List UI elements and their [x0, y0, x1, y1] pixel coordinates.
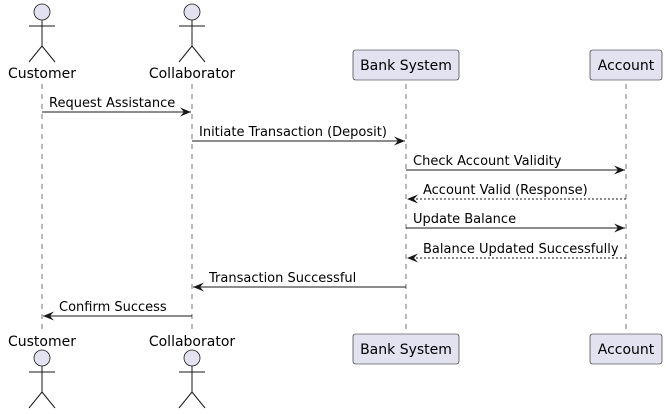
message-label: Request Assistance	[49, 96, 175, 111]
participant-box	[589, 49, 663, 81]
message-label: Check Account Validity	[413, 154, 562, 169]
message-2: Initiate Transaction (Deposit)	[192, 125, 405, 146]
participants-top: Customer Collaborator Bank System Account	[8, 3, 663, 82]
arrowhead-icon	[614, 165, 625, 175]
actor-figure-icon	[178, 349, 206, 409]
arrowhead-icon	[407, 194, 418, 204]
message-1: Request Assistance	[42, 96, 191, 117]
message-5: Update Balance	[406, 212, 625, 233]
actor-collaborator-bottom: Collaborator	[149, 334, 236, 409]
actor-customer-top: Customer	[8, 3, 76, 82]
arrowhead-icon	[614, 223, 625, 233]
arrowhead-icon	[43, 311, 54, 321]
participant-box	[589, 333, 663, 365]
actor-figure-icon	[178, 3, 206, 63]
arrowhead-icon	[180, 107, 191, 117]
message-4: Account Valid (Response)	[407, 183, 626, 204]
message-3: Check Account Validity	[406, 154, 625, 175]
arrowhead-icon	[407, 253, 418, 263]
actor-customer-bottom: Customer	[8, 334, 76, 409]
arrowhead-icon	[193, 282, 204, 292]
actor-figure-icon	[28, 349, 56, 409]
actor-label: Customer	[8, 66, 76, 82]
message-8: Confirm Success	[43, 300, 192, 321]
participant-label: Account	[598, 58, 655, 74]
participant-bank-top: Bank System	[352, 49, 460, 81]
participant-label: Bank System	[360, 58, 452, 74]
message-label: Transaction Successful	[208, 271, 356, 286]
message-label: Initiate Transaction (Deposit)	[199, 125, 387, 140]
participant-bank-bottom: Bank System	[352, 333, 460, 365]
message-label: Update Balance	[413, 212, 516, 227]
participant-label: Account	[598, 342, 655, 358]
participant-account-bottom: Account	[589, 333, 663, 365]
participant-account-top: Account	[589, 49, 663, 81]
actor-label: Collaborator	[149, 66, 236, 82]
participant-label: Bank System	[360, 342, 452, 358]
participant-box	[352, 49, 460, 81]
message-7: Transaction Successful	[193, 271, 406, 292]
actor-label: Customer	[8, 334, 76, 350]
message-label: Account Valid (Response)	[423, 183, 588, 198]
message-label: Balance Updated Successfully	[423, 242, 619, 257]
message-6: Balance Updated Successfully	[407, 242, 626, 263]
actor-figure-icon	[28, 3, 56, 63]
participant-box	[352, 333, 460, 365]
actor-label: Collaborator	[149, 334, 236, 350]
arrowhead-icon	[394, 136, 405, 146]
message-label: Confirm Success	[59, 300, 167, 315]
lifelines	[41, 84, 627, 334]
actor-collaborator-top: Collaborator	[149, 3, 236, 82]
